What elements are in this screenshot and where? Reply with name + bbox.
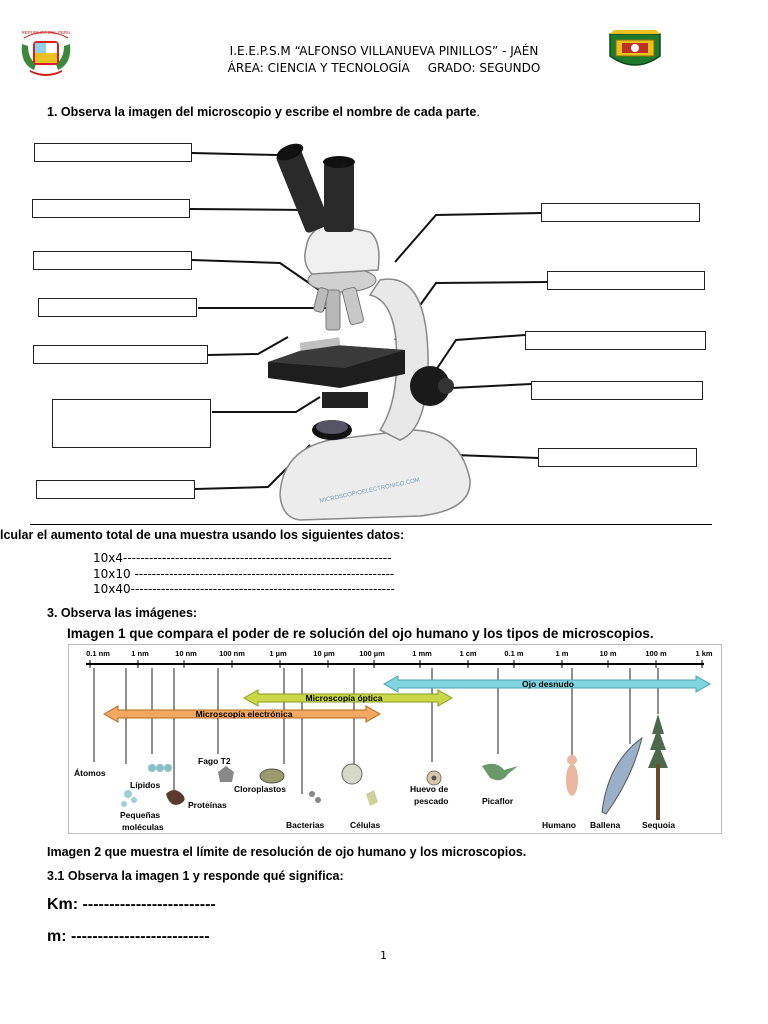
tick-label: 100 nm [219,649,245,658]
item-label: Células [350,820,381,830]
tick-label: 1 cm [459,649,476,658]
electron-range-arrow [102,705,382,723]
label-box-12[interactable] [538,448,697,467]
answer-m[interactable]: m: -------------------------- [47,928,210,945]
label-box-7[interactable] [36,480,195,499]
item-label: Pequeñas [120,810,160,820]
image-2-caption: Imagen 2 que muestra el límite de resolu… [47,845,527,859]
question-3-1: 3.1 Observa la imagen 1 y responde qué s… [47,869,344,883]
tick-label: 10 µm [313,649,335,658]
eye-range-arrow [382,675,712,693]
question-2-title: lcular el aumento total de una muestra u… [0,528,405,542]
area-label: ÁREA: CIENCIA Y TECNOLOGÍA [227,61,410,75]
tick-label: 1 km [695,649,712,658]
label-box-3[interactable] [33,251,192,270]
item-label: moléculas [122,822,164,832]
tick-label: 100 m [645,649,667,658]
item-label: Cloroplastos [234,784,286,794]
item-label: Humano [542,820,576,830]
label-box-1[interactable] [34,143,192,162]
tick-label: 0.1 nm [86,649,110,658]
school-name: I.E.E.P.S.M “ALFONSO VILLANUEVA PINILLOS… [229,44,539,58]
tick-label: 1 nm [131,649,149,658]
label-box-4[interactable] [38,298,197,317]
eye-range-label: Ojo desnudo [522,679,574,689]
item-label: Proteínas [188,800,227,810]
item-label: pescado [414,796,449,806]
item-label: Fago T2 [198,756,231,766]
page-number: 1 [380,949,387,962]
seal-text: REPUBLICA DEL PERU [22,30,71,35]
electron-range-label: Microscopía electrónica [196,709,293,719]
microscope-diagram: MICROSCOPIOELECTRONICO.COM [189,143,549,521]
peru-seal-logo: REPUBLICA DEL PERU [18,24,74,78]
tick-label: 10 m [599,649,616,658]
item-label: Sequoia [642,820,675,830]
label-box-6[interactable] [52,399,211,448]
tick-label: 0.1 m [504,649,524,658]
resolution-scale-figure: 0.1 nm 1 nm 10 nm 100 nm 1 µm 10 µm 100 … [68,644,722,834]
divider-line [30,524,712,525]
label-box-2[interactable] [32,199,190,218]
item-label: Bacterias [286,820,325,830]
label-box-11[interactable] [531,381,703,400]
label-box-8[interactable] [541,203,700,222]
tick-label: 1 µm [269,649,287,658]
item-label: Huevo de [410,784,449,794]
specimen-icons [121,714,668,820]
calc-line-3: 10x40-----------------------------------… [93,582,395,596]
school-crest-logo [606,26,664,72]
label-box-9[interactable] [547,271,705,290]
question-3-title: 3. Observa las imágenes: [47,606,198,620]
area-grade-line: ÁREA: CIENCIA Y TECNOLOGÍA GRADO: SEGUNDO [184,61,584,75]
tick-label: 100 µm [359,649,385,658]
optical-range-arrow [242,689,454,707]
calc-line-1: 10x4------------------------------------… [93,551,392,565]
question-1-title: 1. Observa la imagen del microscopio y e… [47,105,480,119]
optical-range-label: Microscopía óptica [306,693,383,703]
item-label: Átomos [74,768,106,778]
tick-label: 1 m [556,649,569,658]
item-label: Picaflor [482,796,514,806]
label-box-5[interactable] [33,345,208,364]
image-1-caption: Imagen 1 que compara el poder de re solu… [67,626,654,641]
answer-km[interactable]: Km: ------------------------- [47,896,216,913]
label-box-10[interactable] [525,331,706,350]
item-label: Lípidos [130,780,160,790]
item-label: Ballena [590,820,621,830]
calc-line-2: 10x10 ----------------------------------… [93,567,395,581]
tick-label: 1 mm [412,649,432,658]
grade-label: GRADO: SEGUNDO [427,61,541,75]
tick-label: 10 nm [175,649,197,658]
